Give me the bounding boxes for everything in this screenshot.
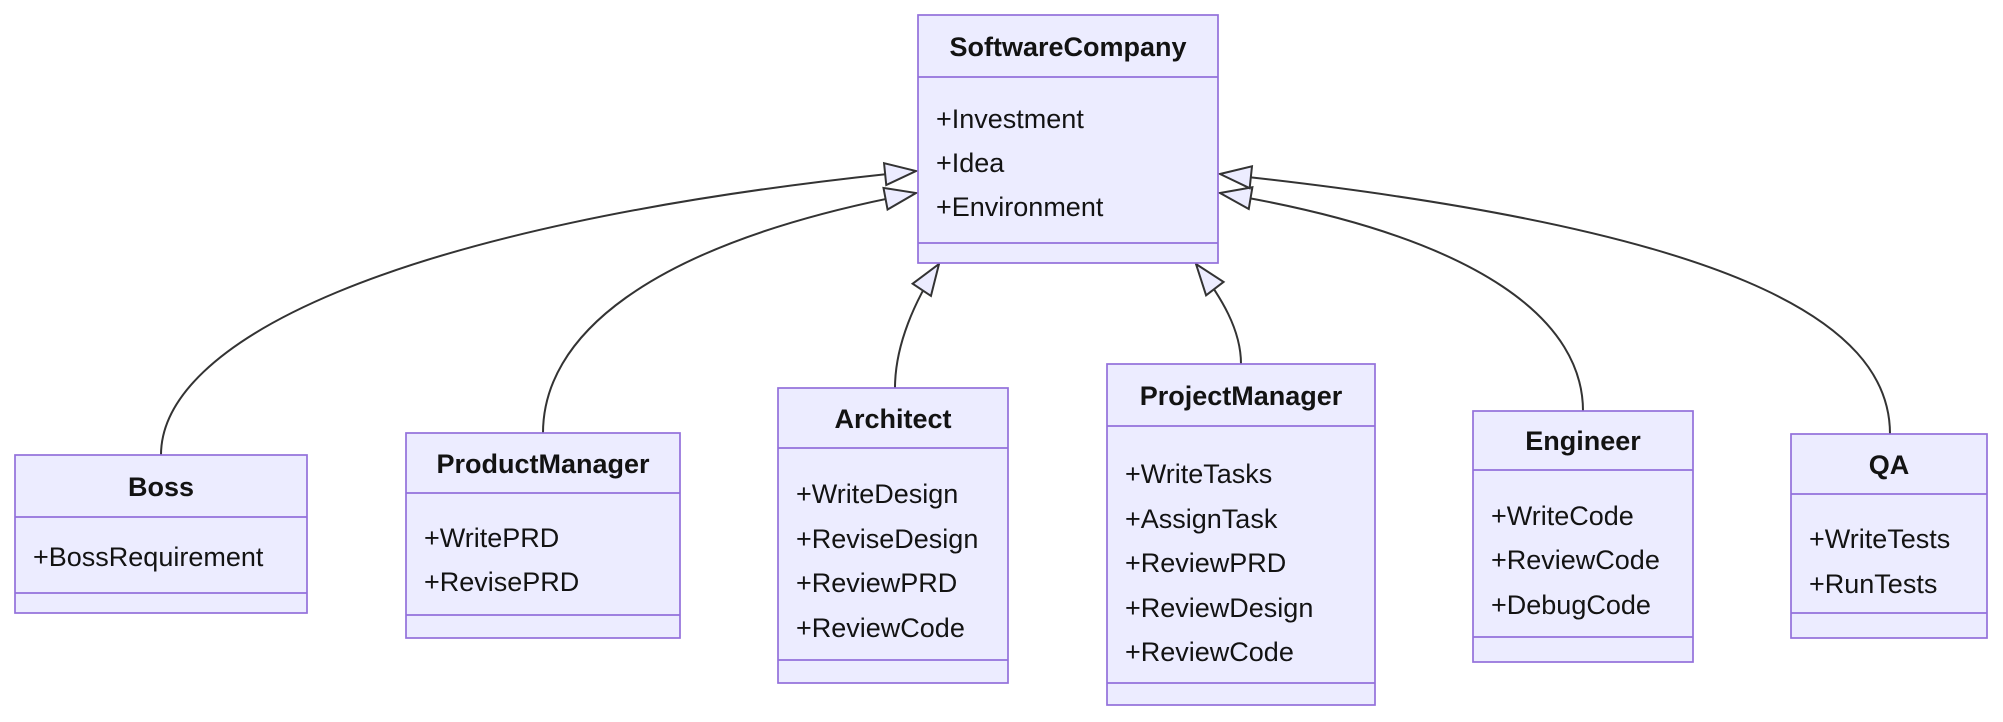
class-box xyxy=(14,454,308,614)
class-node-engineer: Engineer +WriteCode +ReviewCode +DebugCo… xyxy=(1472,410,1694,663)
class-box xyxy=(917,14,1219,264)
class-node-projectmanager: ProjectManager +WriteTasks +AssignTask +… xyxy=(1106,363,1376,706)
class-node-productmanager: ProductManager +WritePRD +RevisePRD xyxy=(405,432,681,639)
class-attribute: +WriteDesign xyxy=(796,479,958,509)
class-attribute: +WriteTasks xyxy=(1125,459,1272,489)
class-title: Boss xyxy=(128,472,194,502)
class-attribute: +AssignTask xyxy=(1125,504,1278,534)
class-attribute: +WritePRD xyxy=(424,523,559,553)
class-attribute: +ReviewCode xyxy=(1491,545,1660,575)
class-attribute: +WriteCode xyxy=(1491,501,1634,531)
class-box xyxy=(1106,363,1376,706)
class-box xyxy=(777,387,1009,684)
class-node-softwarecompany: SoftwareCompany +Investment +Idea +Envir… xyxy=(917,14,1219,264)
class-attribute: +RunTests xyxy=(1809,569,1937,599)
class-box xyxy=(405,432,681,639)
edge-engineer-inherits-softwarecompany xyxy=(1217,186,1584,412)
class-attribute: +Environment xyxy=(936,192,1104,222)
edge-qa-inherits-softwarecompany xyxy=(1217,165,1891,435)
edge-boss-inherits-softwarecompany xyxy=(160,161,919,456)
class-attribute: +WriteTests xyxy=(1809,524,1950,554)
class-attribute: +Idea xyxy=(936,148,1005,178)
class-title: Engineer xyxy=(1525,426,1641,456)
class-title: ProjectManager xyxy=(1140,381,1343,411)
class-attribute: +ReviewPRD xyxy=(1125,548,1286,578)
class-box xyxy=(1790,433,1988,639)
class-attribute: +Investment xyxy=(936,104,1084,134)
class-box xyxy=(1472,410,1694,663)
class-title: Architect xyxy=(834,404,951,434)
class-attribute: +ReviewDesign xyxy=(1125,593,1313,623)
class-attribute: +ReviewCode xyxy=(1125,637,1294,667)
class-node-qa: QA +WriteTests +RunTests xyxy=(1790,433,1988,639)
class-attribute: +BossRequirement xyxy=(33,542,264,572)
inheritance-edges xyxy=(160,161,1891,456)
edge-projectmanager-inherits-softwarecompany xyxy=(1194,261,1242,365)
edge-productmanager-inherits-softwarecompany xyxy=(542,186,919,434)
class-attribute: +DebugCode xyxy=(1491,590,1651,620)
class-attribute: +ReviewPRD xyxy=(796,568,957,598)
class-attribute: +RevisePRD xyxy=(424,567,579,597)
class-title: ProductManager xyxy=(436,449,650,479)
class-title: SoftwareCompany xyxy=(949,32,1186,62)
class-title: QA xyxy=(1869,450,1910,480)
edge-architect-inherits-softwarecompany xyxy=(894,261,941,389)
class-attribute: +ReviewCode xyxy=(796,613,965,643)
class-node-architect: Architect +WriteDesign +ReviseDesign +Re… xyxy=(777,387,1009,684)
class-node-boss: Boss +BossRequirement xyxy=(14,454,308,614)
class-attribute: +ReviseDesign xyxy=(796,524,978,554)
